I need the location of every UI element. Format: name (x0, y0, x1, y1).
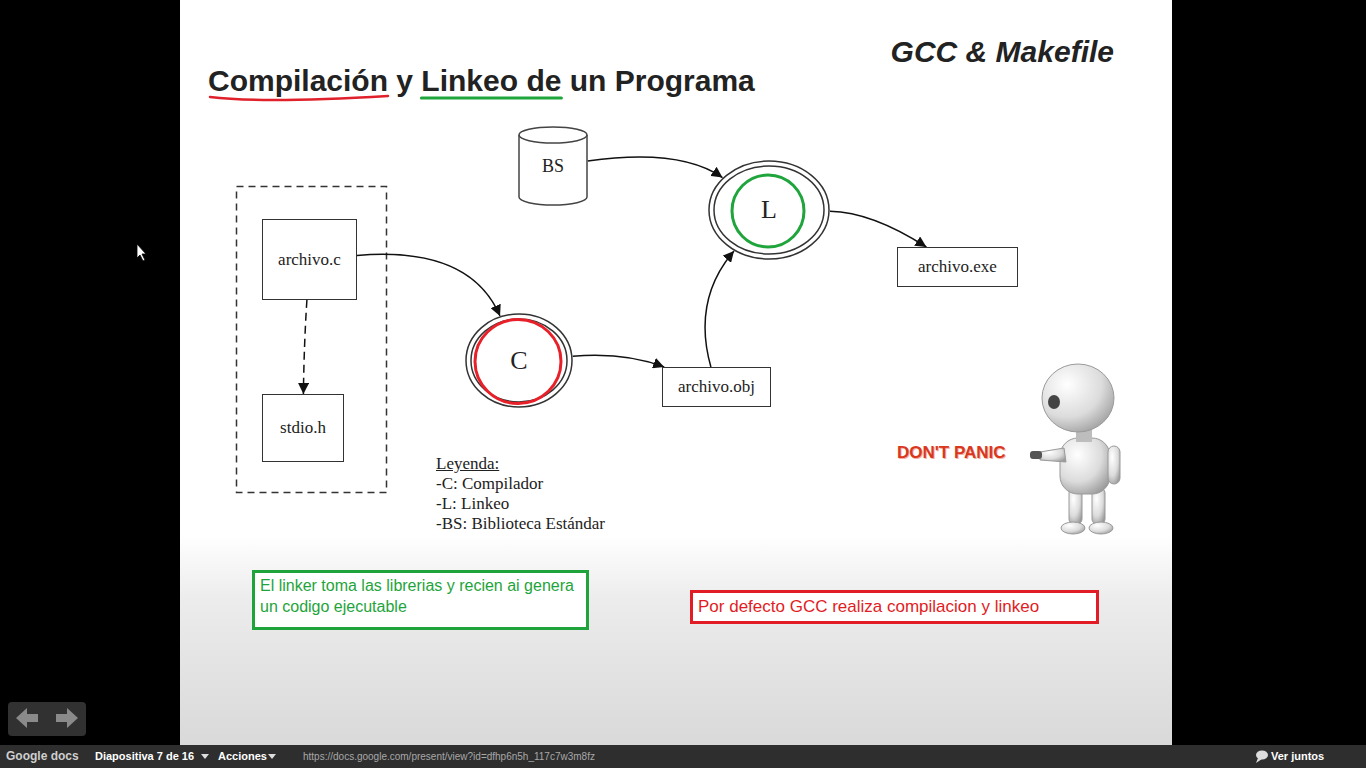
nav-arrows (8, 702, 86, 736)
linker-circle: L (708, 160, 830, 260)
outer-ring (466, 314, 572, 407)
include-arrow (303, 300, 307, 394)
file-box: archivo.obj (662, 367, 771, 407)
highlight-circle (475, 320, 561, 404)
node-label: archivo.c (278, 250, 341, 270)
mouse-cursor (137, 244, 146, 261)
view-together: Ver juntos (1271, 750, 1324, 762)
highlight-circle (732, 175, 804, 247)
library-cylinder: BS (518, 127, 588, 205)
dropdown-arrow (201, 754, 209, 759)
slide-header: GCC & Makefile (850, 35, 1114, 69)
note-text: El linker toma las librerias y recien ai… (260, 576, 581, 618)
legend-entry: -C: Compilador (436, 474, 605, 494)
app-logo: Google docs (6, 749, 79, 763)
dashed-group (237, 187, 387, 493)
node-label: stdio.h (280, 418, 326, 438)
file-box: archivo.c (262, 219, 357, 300)
node-label: C (510, 346, 527, 376)
flow-arrow (705, 251, 734, 367)
flow-arrow (573, 355, 664, 367)
outer-ring (709, 161, 829, 259)
flow-arrow (830, 211, 926, 247)
url-text: https://docs.google.com/present/view?id=… (303, 751, 595, 762)
inner-ring (714, 166, 824, 254)
legend-entry: -BS: Biblioteca Estándar (436, 514, 605, 534)
slide-title: Compilación y Linkeo de un Programa (208, 64, 755, 98)
legend-heading: Leyenda: (436, 454, 605, 474)
node-label: archivo.exe (918, 257, 997, 277)
robot-illustration (1030, 364, 1120, 534)
file-box: stdio.h (262, 394, 344, 462)
legend: Leyenda: -C: Compilador -L: Linkeo -BS: … (436, 454, 605, 534)
flow-arrow (357, 254, 500, 316)
dropdown-arrow (268, 754, 276, 759)
flow-arrow (588, 157, 723, 178)
robot-caption: DON'T PANIC (897, 443, 1006, 463)
node-label: BS (542, 156, 564, 177)
slide-counter: Diapositiva 7 de 16 (95, 750, 194, 762)
file-box: archivo.exe (897, 247, 1018, 287)
legend-entry: -L: Linkeo (436, 494, 605, 514)
annotation-note: Por defecto GCC realiza compilacion y li… (690, 590, 1099, 624)
node-label: archivo.obj (678, 377, 755, 397)
actions-menu: Acciones (218, 750, 267, 762)
compiler-circle: C (465, 313, 573, 408)
cylinder-body (519, 127, 587, 205)
note-text: Por defecto GCC realiza compilacion y li… (698, 596, 1039, 618)
node-label: L (761, 195, 777, 225)
cylinder-lip (519, 135, 587, 143)
chat-icon (1256, 751, 1268, 764)
annotation-note: El linker toma las librerias y recien ai… (252, 570, 589, 630)
